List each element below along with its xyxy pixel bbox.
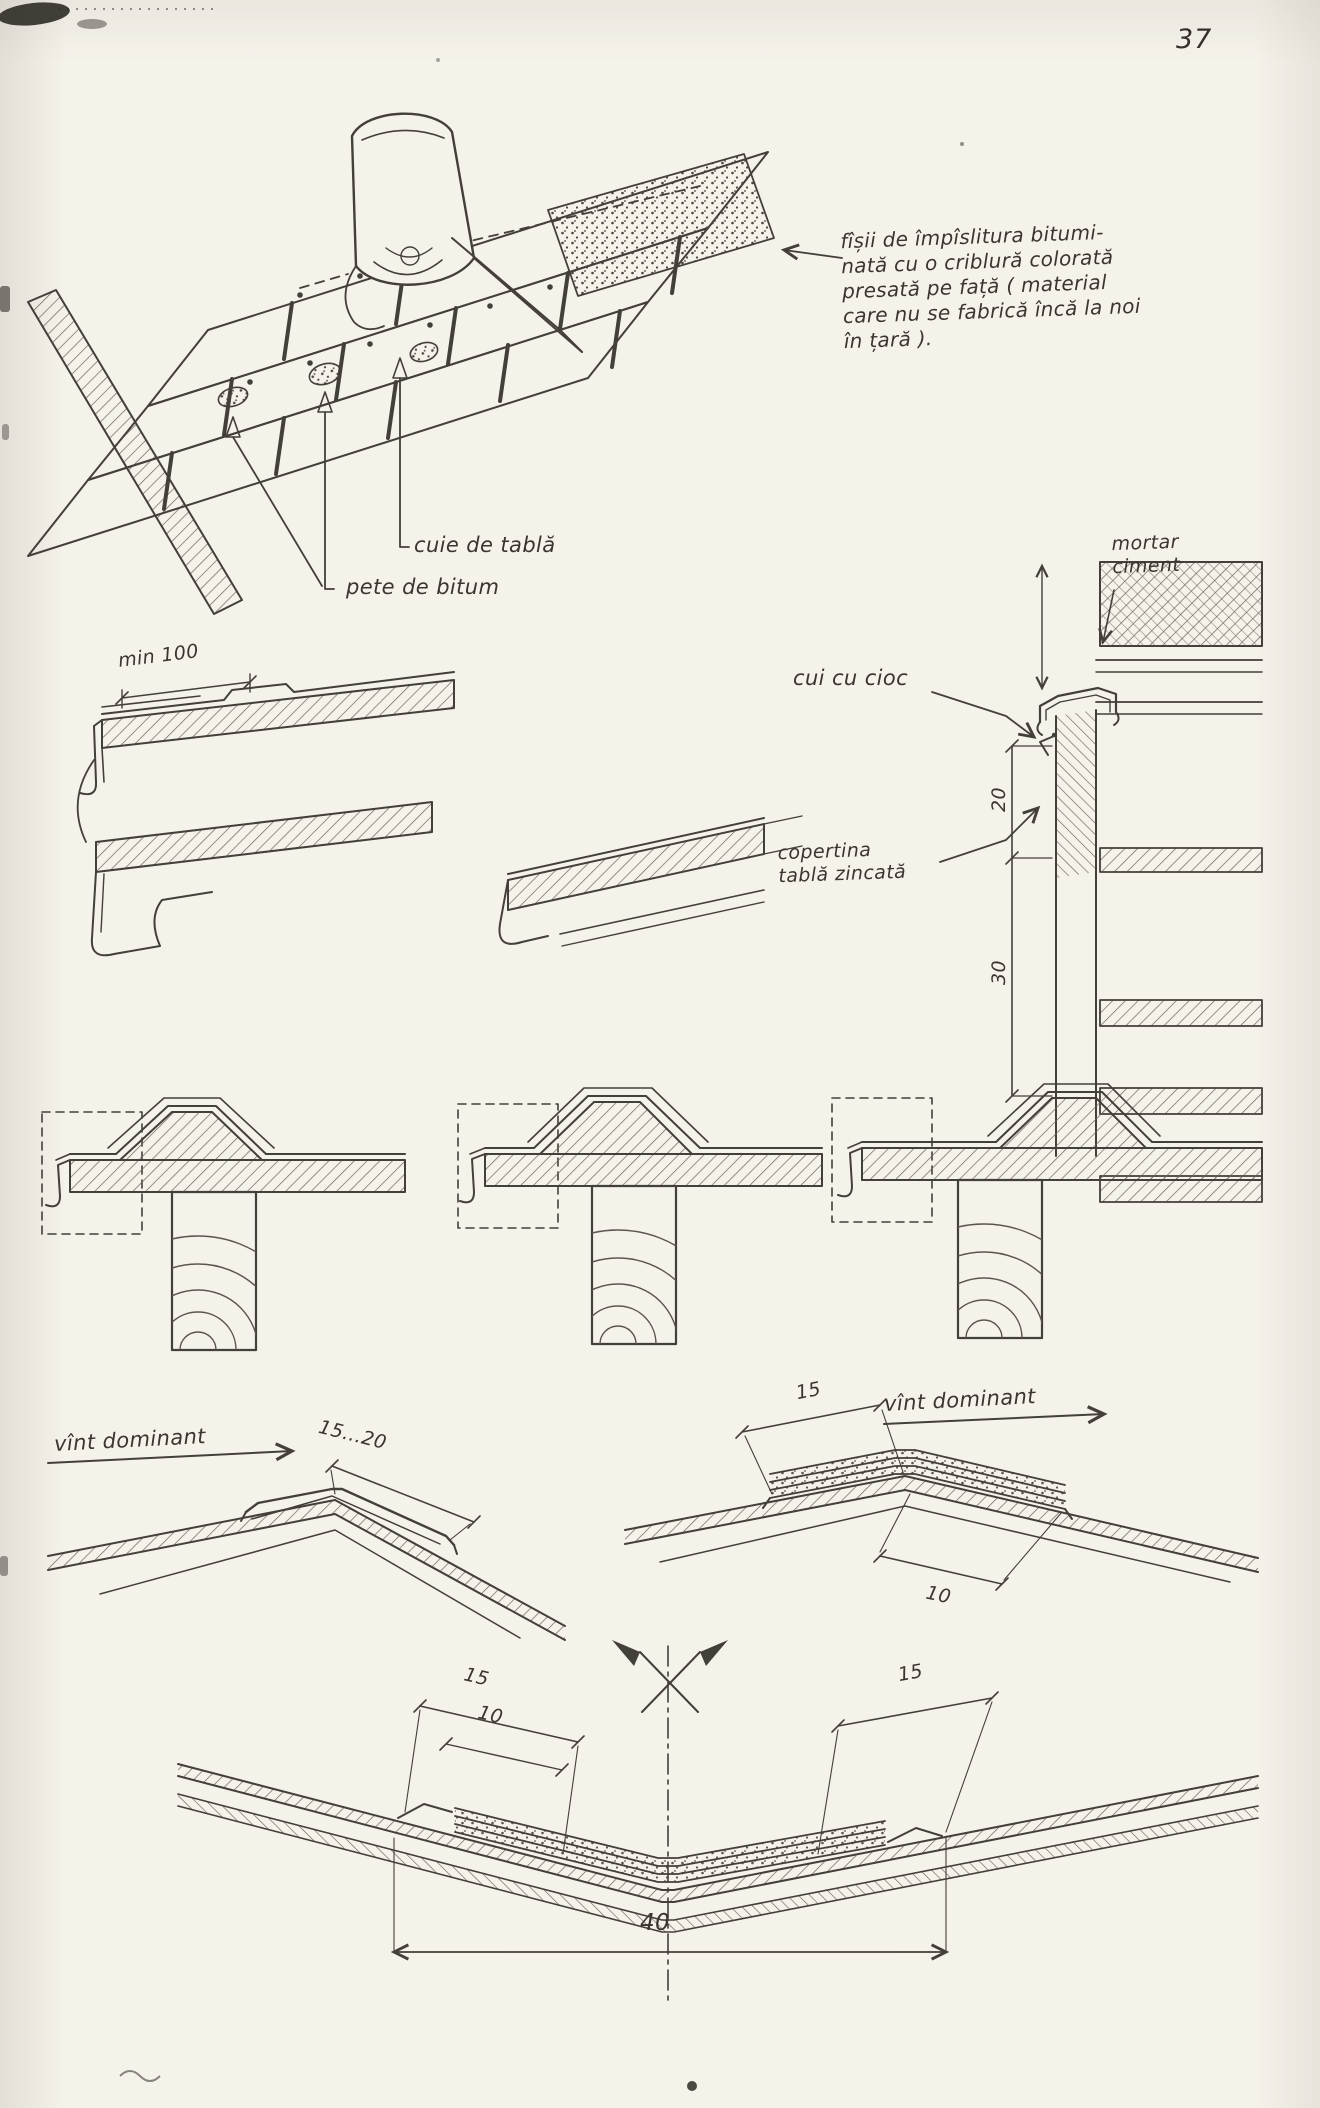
wind-arrow	[883, 1405, 1108, 1425]
dim-15-ridge-right: 15	[794, 1377, 823, 1405]
axis-flag-pole	[641, 1651, 701, 1713]
note-leader-arrow	[780, 243, 843, 261]
dim-30: 30	[988, 960, 1010, 985]
coping-leader	[939, 805, 1041, 863]
eave-section-3	[831, 1083, 1263, 1338]
label-mortar-line: mortar	[1111, 530, 1180, 556]
label-cuie-de-tabla: cuie de tablă	[414, 533, 556, 557]
ridge-detail-right	[624, 1398, 1259, 1591]
eave-section-2	[457, 1087, 823, 1344]
label-mortar-ciment: mortar ciment	[1111, 531, 1180, 579]
label-pete-de-bitum: pete de bitum	[346, 575, 500, 599]
mortar-leader	[1098, 589, 1115, 645]
gable-edge-board	[27, 289, 243, 615]
eave-detail-left	[76, 671, 455, 957]
page-number: 37	[1176, 24, 1213, 55]
nail-dots	[247, 273, 553, 385]
scan-artifacts	[0, 2, 964, 2091]
ridge-felt-cap	[244, 1487, 456, 1547]
layered-felt-cap	[770, 1450, 1065, 1509]
eave-detail-middle	[498, 815, 803, 947]
stippled-felt-strip	[547, 153, 775, 297]
label-ciment-line: ciment	[1112, 553, 1181, 579]
nail-leader	[931, 691, 1037, 739]
wind-arrow	[47, 1442, 296, 1464]
dim-15-valley-right: 15	[896, 1659, 925, 1687]
eave-cross-sections	[41, 1083, 1263, 1350]
zinc-coping-profile	[1038, 686, 1118, 724]
dim-40: 40	[640, 1910, 671, 1936]
label-tabla-zincata-line: tablă zincată	[778, 860, 907, 888]
eave-section-1	[41, 1097, 406, 1350]
ridge-detail-left	[47, 1442, 566, 1641]
felt-annotation: fîșii de împîslitura bitumi- nată cu o c…	[840, 219, 1142, 354]
parapet-detail	[931, 561, 1263, 1203]
label-cui-cu-cioc: cui cu cioc	[793, 666, 909, 690]
felt-roll	[350, 112, 476, 286]
dim-20: 20	[988, 787, 1010, 812]
isometric-roof-diagram	[27, 112, 843, 615]
bitumen-spots	[217, 341, 439, 408]
hooked-nail	[1039, 735, 1055, 756]
axis-flag-pole	[639, 1651, 699, 1713]
axis-flag	[700, 1640, 728, 1666]
label-copertina: copertina tablă zincată	[777, 838, 906, 888]
axis-flag	[612, 1640, 640, 1666]
valley-detail	[177, 1640, 1259, 2007]
